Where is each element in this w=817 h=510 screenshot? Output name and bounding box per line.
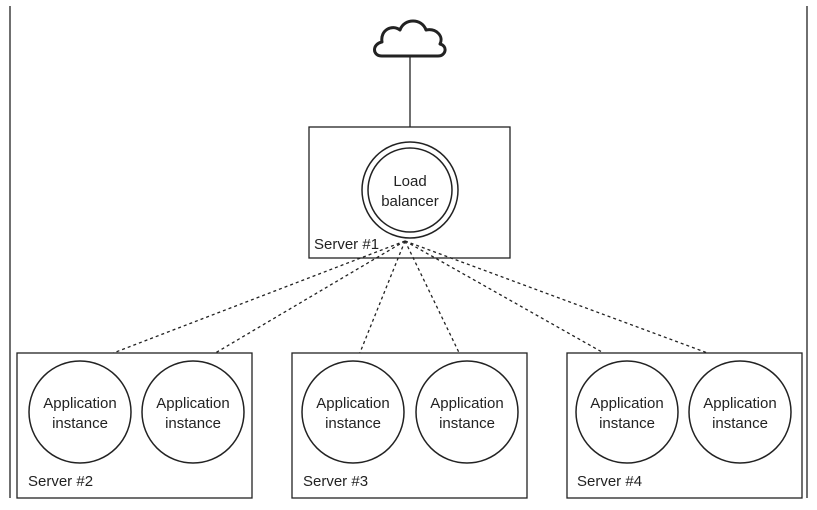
- cloud-icon: [373, 19, 447, 58]
- application-instance-node: [688, 360, 792, 464]
- application-instance-label-line1: Application: [703, 395, 776, 412]
- application-instance-node: [415, 360, 519, 464]
- application-instance-node: [575, 360, 679, 464]
- application-instance-label-line1: Application: [430, 395, 503, 412]
- application-instance-label-line2: instance: [712, 415, 768, 432]
- connector-to-server-3-instance-2: [404, 240, 466, 366]
- load-balancer-node: [367, 147, 453, 233]
- application-instance-label-line1: Application: [156, 395, 229, 412]
- application-instance-label-line2: instance: [599, 415, 655, 432]
- server-2-label: Server #2: [28, 473, 93, 490]
- load-balancer-label-line2: balancer: [381, 193, 439, 210]
- server-3-label: Server #3: [303, 473, 368, 490]
- application-instance-label-line2: instance: [325, 415, 381, 432]
- application-instance-label-line1: Application: [43, 395, 116, 412]
- server-1-label: Server #1: [314, 236, 379, 253]
- load-balancer-label-line1: Load: [393, 173, 426, 190]
- application-instance-node: [301, 360, 405, 464]
- connector-to-server-4-instance-2: [404, 240, 741, 366]
- load-balancer-connectors: [81, 240, 741, 366]
- application-instance-label-line1: Application: [316, 395, 389, 412]
- application-instance-label-line2: instance: [439, 415, 495, 432]
- server-2-box: Application instance Application instanc…: [16, 352, 253, 499]
- server-1-box: Load balancer Server #1: [308, 126, 511, 259]
- connector-to-server-4-instance-1: [404, 240, 626, 366]
- application-instance-node: [28, 360, 132, 464]
- application-instance-label-line2: instance: [52, 415, 108, 432]
- application-instance-node: [141, 360, 245, 464]
- application-instance-label-line2: instance: [165, 415, 221, 432]
- server-3-box: Application instance Application instanc…: [291, 352, 528, 499]
- server-4-label: Server #4: [577, 473, 642, 490]
- connector-to-server-2-instance-1: [81, 240, 406, 366]
- application-instance-label-line1: Application: [590, 395, 663, 412]
- connector-to-server-3-instance-1: [354, 240, 406, 366]
- server-4-box: Application instance Application instanc…: [566, 352, 803, 499]
- connector-to-server-2-instance-2: [194, 240, 406, 366]
